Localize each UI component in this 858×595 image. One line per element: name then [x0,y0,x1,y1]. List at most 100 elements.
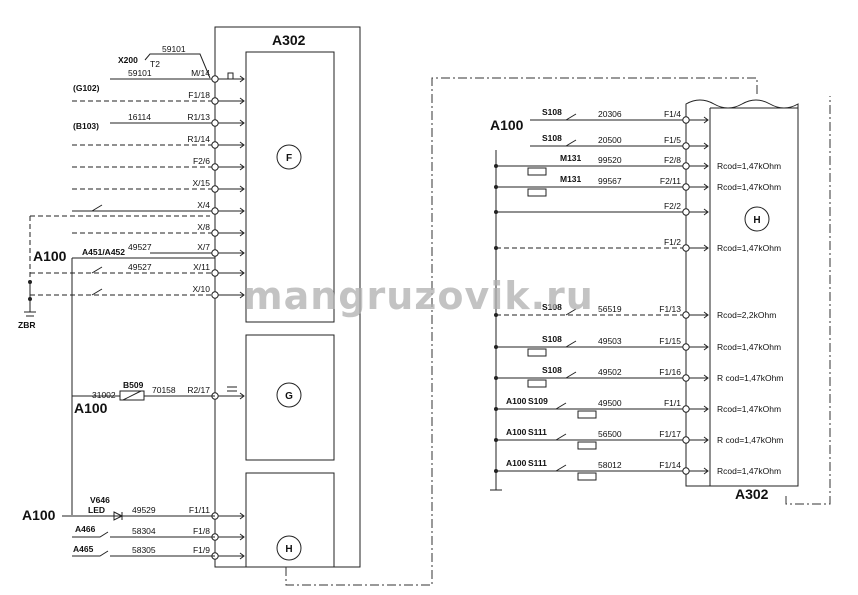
b509-wire-left: 31002 [92,390,116,400]
x200-label: X200 [118,55,138,65]
module-h-right-label: H [753,215,760,226]
wire-number: 49503 [598,336,622,346]
a465-label: A465 [73,544,94,554]
pin-arrow [689,208,709,216]
pin-label: F2/2 [664,201,681,211]
module-h-label: H [285,544,292,555]
pin-terminal [682,183,690,191]
pin-terminal [211,119,219,127]
pin-terminal [211,97,219,105]
wire-number: 16114 [128,112,151,122]
zbr-label: ZBR [18,320,35,330]
left-pin-row: R1/14 [72,134,245,149]
b509-label: B509 [123,380,144,390]
bus-node [494,164,498,168]
pin-arrow [689,436,709,444]
module-f-box [245,51,335,323]
pin-terminal [211,269,219,277]
wire-number: 59101 [128,68,152,78]
wire-number: 58305 [132,545,156,555]
x200-wire-num: 59101 [162,44,186,54]
module-h-right-circle [744,206,770,232]
pin-arrow [689,405,709,413]
right-pin-row: F2/2 [494,201,709,216]
src-b103: (B103) [73,121,99,131]
component-label: S109 [528,396,548,406]
x200-sub: T2 [150,59,160,69]
pin-label: F1/11 [189,505,210,515]
switch-contact [565,371,577,379]
pin-terminal [682,374,690,382]
wire-number: 58304 [132,526,156,536]
a302-left-title: A302 [272,32,306,48]
bus-node [494,313,498,317]
a100-source: A100 [506,427,527,437]
bus-node [494,185,498,189]
module-h-right-box [709,107,798,486]
led-label: LED [88,505,105,515]
module-g-box [245,334,335,461]
pin-arrow [689,244,709,252]
wire-number: 49502 [598,367,622,377]
pin-label: X/15 [193,178,211,188]
a100-source: A100 [506,396,527,406]
v646-label: V646 [90,495,110,505]
pin-label: F1/17 [659,429,681,439]
left-pin-row: F2/6 [72,156,245,171]
component-label: S108 [542,365,562,375]
pin-label: M/14 [191,68,210,78]
wire-number: 20306 [598,109,622,119]
pin-terminal [682,208,690,216]
rcod-label: Rcod=1,47kOhm [717,466,781,476]
pin-terminal [211,185,219,193]
switch-contact [91,204,103,212]
pin-label: F1/16 [659,367,681,377]
pin-arrow [689,467,709,475]
a100-mid-label: A100 [74,400,108,416]
left-pin-row: X/15 [72,178,245,193]
switch-contact [565,308,577,316]
switch-contact [565,340,577,348]
bus-node [494,438,498,442]
pin-terminal [682,116,690,124]
wire-number: 58012 [598,460,622,470]
pin-terminal [211,229,219,237]
switch-contact [565,139,577,147]
a451-label: A451/A452 [82,247,125,257]
a465-wire [72,550,215,557]
pin-label: X/11 [193,262,210,272]
pin-arrow [218,229,245,237]
pin-arrow [218,185,245,193]
bus-node [494,345,498,349]
g-arrows [227,386,237,392]
wire-number: 20500 [598,135,622,145]
module-f-label: F [286,153,292,164]
wire-number: 56500 [598,429,622,439]
left-pin-row: M/14 59101 [110,68,245,83]
watermark: mangruzovik.ru [243,274,594,318]
pin-label: R1/13 [187,112,210,122]
a100-top-label: A100 [33,248,67,264]
pin-terminal [211,75,219,83]
a466-label: A466 [75,524,96,534]
pin-label: F1/2 [664,237,681,247]
component-label: S108 [542,302,562,312]
pin-label: F1/8 [193,526,210,536]
module-h-circle [276,535,302,561]
rcod-label: Rcod=1,47kOhm [717,342,781,352]
pin-label: X/10 [193,284,211,294]
component-label: S108 [542,107,562,117]
wire-number: 49500 [598,398,622,408]
pin-terminal [682,343,690,351]
pin-arrow [218,119,245,127]
component-label: M131 [560,153,582,163]
right-unit: H A302 A100 F1/420306S108F1/520500S108F2… [490,99,799,502]
pin-arrow [218,207,245,215]
pin-label: R2/17 [187,385,210,395]
a302-right-title: A302 [735,486,769,502]
